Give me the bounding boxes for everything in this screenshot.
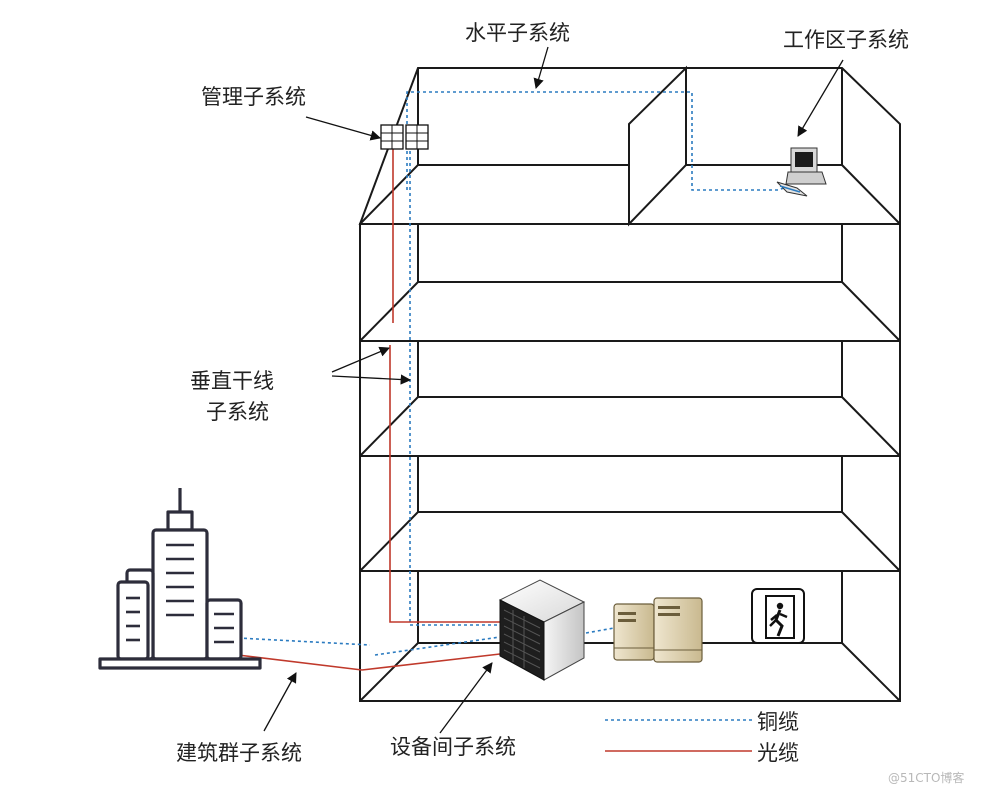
label-horizontal-subsystem: 水平子系统: [465, 21, 570, 45]
office-building-icon: [98, 488, 262, 670]
watermark: @51CTO博客: [888, 770, 964, 785]
floor-3: [359, 340, 901, 457]
copper-cables: [237, 91, 791, 656]
floor-4: [359, 455, 901, 572]
floor-2: [359, 223, 901, 342]
label-equipment-room-subsystem: 设备间子系统: [390, 735, 516, 759]
label-vertical-subsystem-line1: 垂直干线: [190, 369, 274, 393]
fiber-cables: [237, 148, 501, 671]
server-rack-icon: [498, 579, 586, 681]
label-management-subsystem: 管理子系统: [201, 85, 306, 109]
patch-panel-icon: [380, 124, 429, 150]
legend-copper-label: 铜缆: [757, 710, 799, 734]
computer-icon: [776, 147, 827, 197]
legend: 铜缆 光缆: [605, 710, 799, 765]
label-campus-subsystem: 建筑群子系统: [176, 741, 302, 765]
exit-sign-icon: [751, 588, 805, 644]
label-vertical-subsystem-line2: 子系统: [206, 400, 269, 424]
server-icon: [613, 597, 703, 663]
legend-fiber-label: 光缆: [757, 741, 799, 765]
callout-arrows: [263, 46, 844, 734]
label-work-area-subsystem: 工作区子系统: [783, 28, 909, 52]
